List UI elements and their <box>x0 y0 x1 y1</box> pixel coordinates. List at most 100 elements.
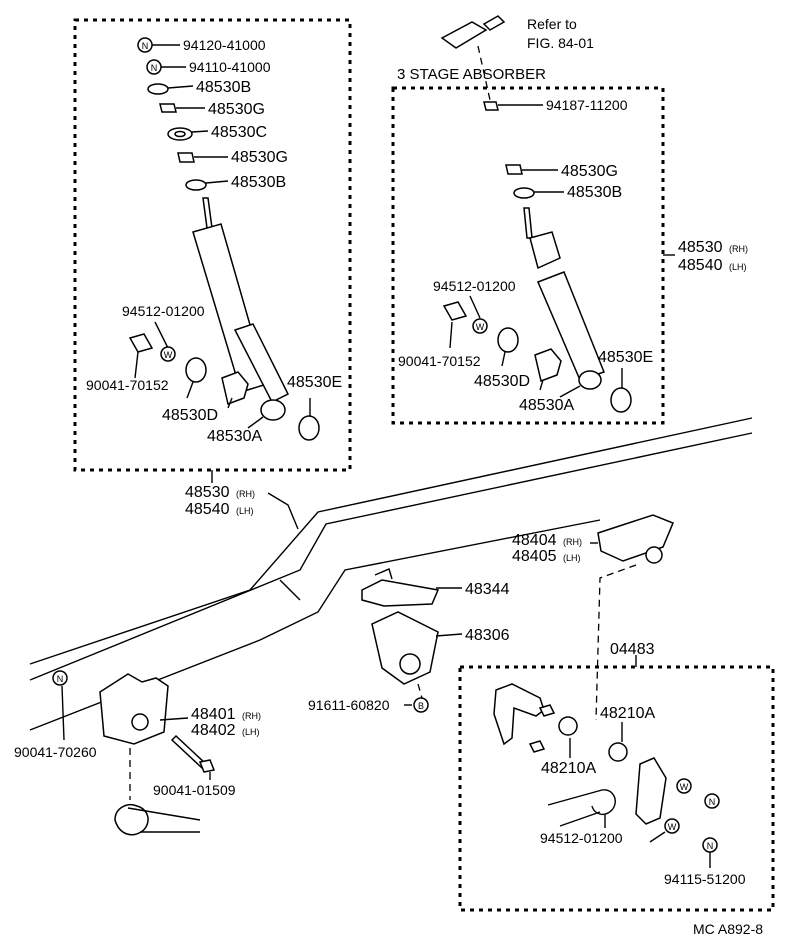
collar-90041-70152 <box>128 333 154 353</box>
right-assy-lh-suffix: (LH) <box>729 262 747 272</box>
washer-w-symbol-kit-1 <box>676 778 692 794</box>
right-group-frame <box>391 86 665 425</box>
spring-eye <box>114 804 149 836</box>
sensor-connector-icon <box>440 21 488 49</box>
washer-w-symbol-kit-2 <box>664 818 680 834</box>
washer-w-symbol-r <box>472 318 488 334</box>
fig-reference-link[interactable]: FIG. 84-01 <box>527 35 594 51</box>
seat-48306-label[interactable]: 48306 <box>465 627 510 644</box>
bushing-48530e <box>298 415 320 441</box>
cap-94187 <box>483 101 499 111</box>
hanger-48401 <box>99 673 169 745</box>
nut-n-symbol-kit-1 <box>704 793 720 809</box>
left-assy-rh-label[interactable]: 48530 <box>185 484 230 501</box>
nut-n-symbol-left <box>52 670 68 686</box>
left-part-94110-41000[interactable]: 94110-41000 <box>189 59 271 75</box>
bracket-lh-suffix: (LH) <box>563 553 581 563</box>
frame-rail <box>29 417 753 731</box>
shackle-plate <box>493 683 545 746</box>
bolt-90041-01509-label[interactable]: 90041-01509 <box>153 782 236 798</box>
left-part-94512-01200[interactable]: 94512-01200 <box>122 303 205 319</box>
washer-48530b-2 <box>185 179 207 191</box>
bushing-94512-01200-label[interactable]: 94512-01200 <box>540 830 623 846</box>
right-part-48530d[interactable]: 48530D <box>474 373 530 390</box>
washer-48530b <box>147 83 169 95</box>
hanger-rh-label[interactable]: 48401 <box>191 706 236 723</box>
left-part-48530g-bottom[interactable]: 48530G <box>231 149 288 166</box>
lower-parts: 48404 (RH) 48405 (LH) 48344 48306 B 9161… <box>14 514 775 912</box>
bushing-48530d-r <box>534 348 562 383</box>
hanger-lh-suffix: (LH) <box>242 727 260 737</box>
right-part-48530g[interactable]: 48530G <box>561 163 618 180</box>
diagram-code: MC A892-8 <box>693 921 763 937</box>
left-part-48530c[interactable]: 48530C <box>211 124 267 141</box>
right-part-48530b[interactable]: 48530B <box>567 184 622 201</box>
right-part-94187-11200[interactable]: 94187-11200 <box>546 97 628 113</box>
left-part-94120-41000[interactable]: 94120-41000 <box>183 37 266 53</box>
left-group-frame <box>73 18 352 472</box>
shackle-kit-frame <box>458 665 775 912</box>
left-part-48530g-top[interactable]: 48530G <box>208 101 265 118</box>
bracket-rh-label[interactable]: 48404 <box>512 532 557 549</box>
left-part-48530a[interactable]: 48530A <box>207 428 262 445</box>
hanger-rh-suffix: (RH) <box>242 711 261 721</box>
bushing-48210a-1 <box>558 716 578 736</box>
spring-bushing-94512 <box>547 789 616 827</box>
right-shock-absorber <box>523 207 605 390</box>
right-assy-rh-label[interactable]: 48530 <box>678 239 723 256</box>
svg-text:W: W <box>680 782 689 792</box>
left-part-48530b-bottom[interactable]: 48530B <box>231 174 286 191</box>
bushing-48530g-r <box>505 164 523 175</box>
fig-reference: Refer to FIG. 84-01 <box>440 15 594 101</box>
nut-94115-51200-label[interactable]: 94115-51200 <box>664 871 746 887</box>
svg-text:W: W <box>476 322 485 332</box>
right-assy-lh-label[interactable]: 48540 <box>678 257 723 274</box>
bushing-48530g <box>159 103 177 113</box>
left-part-48530e[interactable]: 48530E <box>287 374 342 391</box>
collar-r <box>442 301 468 321</box>
left-part-90041-70152[interactable]: 90041-70152 <box>86 377 169 393</box>
bushing-48210a-upper-label[interactable]: 48210A <box>600 705 655 722</box>
bushing-48530d <box>221 371 249 406</box>
svg-text:W: W <box>668 822 677 832</box>
bracket-lh-label[interactable]: 48405 <box>512 548 557 565</box>
svg-text:N: N <box>151 63 158 73</box>
seat-48306 <box>371 611 439 685</box>
right-part-48530e[interactable]: 48530E <box>598 349 653 366</box>
bolt-b-symbol <box>413 697 429 713</box>
right-part-48530a[interactable]: 48530A <box>519 397 574 414</box>
three-stage-title: 3 STAGE ABSORBER <box>397 66 546 83</box>
left-part-48530d[interactable]: 48530D <box>162 407 218 424</box>
bushing-c-ring <box>185 357 207 383</box>
bracket-rh-suffix: (RH) <box>563 537 582 547</box>
n-symbol-label: N <box>142 41 149 51</box>
bolt-91611-60820-label[interactable]: 91611-60820 <box>308 697 390 713</box>
left-shock-absorber <box>192 197 290 421</box>
svg-text:W: W <box>164 350 173 360</box>
nut-90041-70260-label[interactable]: 90041-70260 <box>14 744 97 760</box>
left-assy-lh-suffix: (LH) <box>236 506 254 516</box>
left-assy-lh-label[interactable]: 48540 <box>185 501 230 518</box>
bushing-48210a-lower-label[interactable]: 48210A <box>541 760 596 777</box>
shackle-kit-04483-label[interactable]: 04483 <box>610 641 655 658</box>
plate-48344 <box>361 579 440 607</box>
bushing-48530e-r <box>610 387 632 413</box>
bushing-48210a-2 <box>608 742 628 762</box>
bushing-48530g-2 <box>177 152 195 163</box>
svg-text:B: B <box>418 701 424 711</box>
hanger-lh-label[interactable]: 48402 <box>191 722 236 739</box>
svg-text:N: N <box>709 797 716 807</box>
shackle-side-plate <box>635 757 667 825</box>
svg-text:N: N <box>707 841 714 851</box>
left-absorber-group: N 94120-41000 N 94110-41000 48530B 48530… <box>73 18 352 530</box>
bushing-c-ring-r <box>497 327 519 353</box>
right-absorber-group: 3 STAGE ABSORBER 94187-11200 48530G 4853… <box>391 66 748 425</box>
svg-text:N: N <box>57 674 64 684</box>
plate-48344-label[interactable]: 48344 <box>465 581 510 598</box>
right-part-90041-70152[interactable]: 90041-70152 <box>398 353 481 369</box>
right-assy-rh-suffix: (RH) <box>729 244 748 254</box>
left-part-48530b-top[interactable]: 48530B <box>196 79 251 96</box>
right-part-94512-01200[interactable]: 94512-01200 <box>433 278 516 294</box>
washer-w-symbol <box>160 346 176 362</box>
